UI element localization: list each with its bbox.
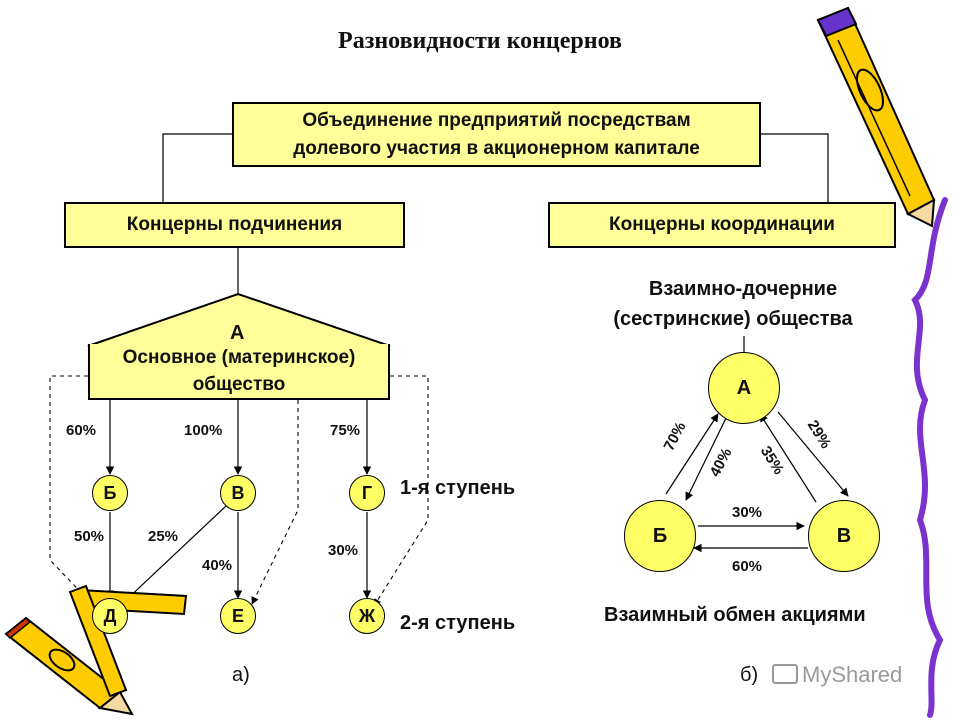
right-caption-line2: (сестринские) общества <box>613 308 853 330</box>
top-box-line1: Объединение предприятий посредствам <box>302 109 691 131</box>
subfigure-a-label: а) <box>232 664 250 686</box>
pct-g-zh: 30% <box>328 542 359 559</box>
node-g-left: Г <box>349 475 385 511</box>
mother-line2: общество <box>192 374 286 395</box>
solid-arrows-left <box>105 399 372 603</box>
right-category-box: Концерны координации <box>548 202 896 248</box>
solid-arrows-right <box>665 336 849 553</box>
mother-box: Основное (материнское) общество <box>88 344 390 400</box>
pct-b-d: 50% <box>74 528 105 545</box>
pct-v-d: 25% <box>148 528 179 545</box>
node-a-right: А <box>708 352 780 424</box>
mother-letter: А <box>230 322 245 344</box>
step-first-label: 1-я ступень <box>400 477 516 499</box>
node-v-left: В <box>220 475 256 511</box>
pct-b-v-right: 30% <box>732 504 763 521</box>
subfigure-b-label: б) <box>740 664 759 686</box>
watermark-text: MyShared <box>802 662 903 687</box>
left-category-box: Концерны подчинения <box>64 202 405 248</box>
top-connectors <box>162 133 829 294</box>
pct-a-b: 60% <box>66 422 97 439</box>
top-box: Объединение предприятий посредствам доле… <box>232 102 761 167</box>
dashed-links <box>49 375 429 607</box>
node-d-left: Д <box>92 598 128 634</box>
mother-line1: Основное (материнское) <box>122 347 356 368</box>
pct-v-b-right: 60% <box>732 558 763 575</box>
top-box-line2: долевого участия в акционерном капитале <box>293 137 700 159</box>
node-b-left: Б <box>92 475 128 511</box>
pct-a-g: 75% <box>330 422 361 439</box>
node-zh-left: Ж <box>349 598 385 634</box>
pct-a-v: 100% <box>184 422 223 439</box>
step-second-label: 2-я ступень <box>400 612 516 634</box>
scribble-decoration <box>911 197 948 718</box>
pencil-icon <box>816 6 936 228</box>
watermark: MyShared <box>772 662 902 688</box>
right-caption-line1: Взаимно-дочерние <box>648 278 838 300</box>
pct-v-e: 40% <box>202 557 233 574</box>
right-footer: Взаимный обмен акциями <box>604 604 866 626</box>
node-v-right: В <box>808 500 880 572</box>
node-e-left: Е <box>220 598 256 634</box>
pencils-icon <box>4 584 188 716</box>
node-b-right: Б <box>624 500 696 572</box>
watermark-icon <box>772 664 798 684</box>
page-title: Разновидности концернов <box>338 28 622 54</box>
